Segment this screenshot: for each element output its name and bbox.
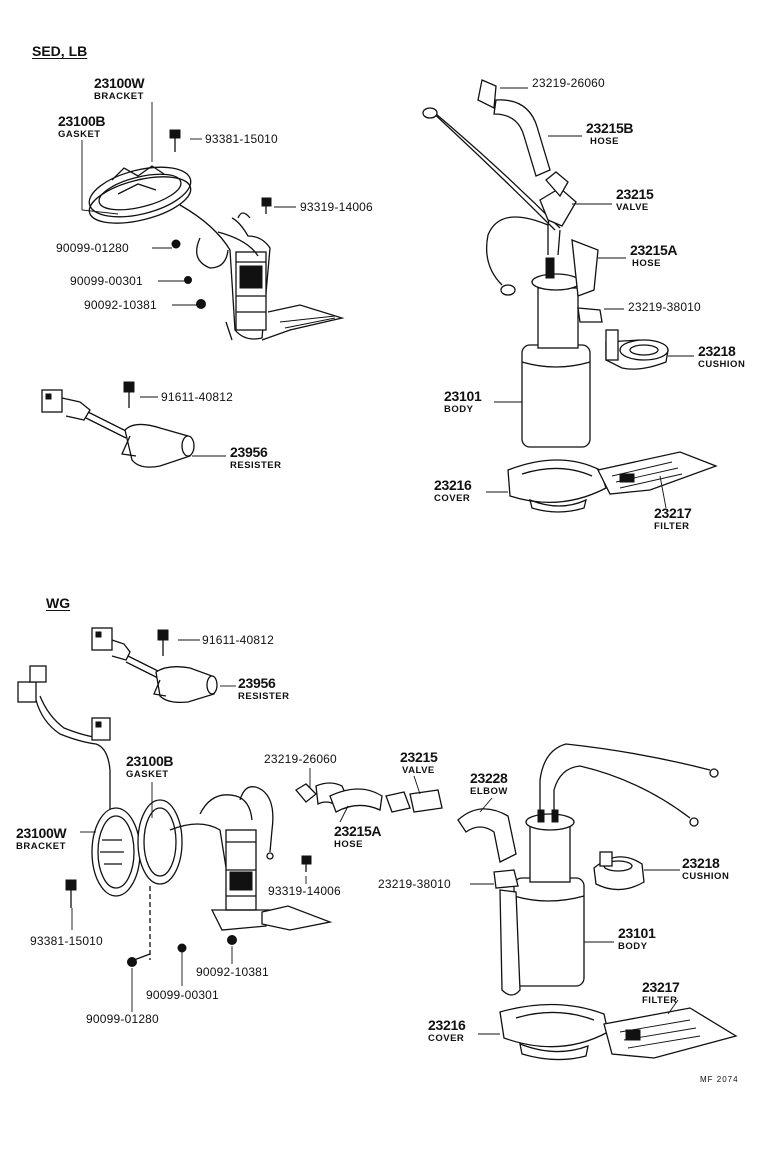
part-number-23100W-top: 23100W [94,75,145,91]
part-name-resister-bottom: RESISTER [238,691,290,702]
part-number-23228-bottom: 23228 [470,770,508,786]
part-name-cover-top: COVER [434,493,471,504]
figure-code: MF 2074 [700,1075,739,1084]
part-number-90092-bottom: 90092-10381 [196,965,269,979]
part-number-23219-38010-top: 23219-38010 [628,300,701,314]
part-name-filter-bottom: FILTER [642,995,678,1006]
part-number-23100B-top: 23100B [58,113,106,129]
part-name-filter-top: FILTER [654,521,690,532]
part-name-elbow-bottom: ELBOW [470,786,508,797]
part-number-23215A-bottom: 23215A [334,823,382,839]
part-number-23215A-top: 23215A [630,242,678,258]
part-name-gasket-bottom: GASKET [126,769,169,780]
part-number-23218-bottom: 23218 [682,855,720,871]
part-number-23219-26060-top: 23219-26060 [532,76,605,90]
leader-lines-top [81,87,694,509]
cushion-bottom [593,851,645,891]
part-number-23956-bottom: 23956 [238,675,276,691]
resistor-assembly-bottom [91,627,218,704]
part-name-bracket-bottom: BRACKET [16,841,66,852]
part-number-23216-top: 23216 [434,477,472,493]
part-number-23215-top: 23215 [616,186,654,202]
part-number-23218-top: 23218 [698,343,736,359]
section-label-sed-lb: SED, LB [32,43,88,59]
part-number-90099-01280-top: 90099-01280 [56,241,129,255]
part-number-23217-top: 23217 [654,505,692,521]
part-number-23101-bottom: 23101 [618,925,656,941]
sender-bracket-assembly-bottom [91,786,333,961]
part-number-93319-bottom: 93319-14006 [268,884,341,898]
part-name-hose-a-bottom: HOSE [334,839,363,850]
part-number-90099-00301-bottom: 90099-00301 [146,988,219,1002]
part-name-valve-top: VALVE [616,202,649,213]
part-number-93381-bottom: 93381-15010 [30,934,103,948]
part-name-body-top: BODY [444,404,474,415]
cover-filter-top [507,451,718,513]
part-name-hose-b-top: HOSE [590,136,619,147]
part-number-23217-bottom: 23217 [642,979,680,995]
fasteners-top-left [169,129,272,309]
part-number-23956-top: 23956 [230,444,268,460]
part-number-23219-38010-bottom: 23219-38010 [378,877,451,891]
part-number-93381-top: 93381-15010 [205,132,278,146]
leader-lines-bottom [71,639,680,1035]
part-number-90092-top: 90092-10381 [84,298,157,312]
part-number-90099-01280-bottom: 90099-01280 [86,1012,159,1026]
part-name-valve-bottom: VALVE [402,765,435,776]
part-name-cover-bottom: COVER [428,1033,465,1044]
part-number-91611-top: 91611-40812 [161,390,234,404]
part-name-body-bottom: BODY [618,941,648,952]
sender-bracket-assembly-top [88,165,345,341]
wiring-harness-bottom [17,665,111,842]
part-number-91611-bottom: 91611-40812 [202,633,275,647]
part-number-93319-top: 93319-14006 [300,200,373,214]
part-number-23100W-bottom: 23100W [16,825,67,841]
fuel-pump-body-top [422,79,603,448]
cover-filter-bottom [499,1003,738,1061]
part-name-bracket-top: BRACKET [94,91,144,102]
part-name-gasket-top: GASKET [58,129,101,140]
resistor-assembly-top [41,381,195,468]
section-label-wg: WG [46,595,71,611]
part-number-90099-00301-top: 90099-00301 [70,274,143,288]
part-name-hose-a-top: HOSE [632,258,661,269]
part-name-cushion-top: CUSHION [698,359,746,370]
part-name-cushion-bottom: CUSHION [682,871,730,882]
part-number-23216-bottom: 23216 [428,1017,466,1033]
fuel-pump-body-bottom [457,743,719,996]
part-name-resister-top: RESISTER [230,460,282,471]
part-number-23215-bottom: 23215 [400,749,438,765]
part-number-23215B-top: 23215B [586,120,634,136]
hose-valve-bottom [295,782,443,813]
fasteners-bottom [65,855,312,967]
cushion-top [605,329,669,370]
part-number-23100B-bottom: 23100B [126,753,174,769]
part-number-23219-26060-bottom: 23219-26060 [264,752,337,766]
part-number-23101-top: 23101 [444,388,482,404]
